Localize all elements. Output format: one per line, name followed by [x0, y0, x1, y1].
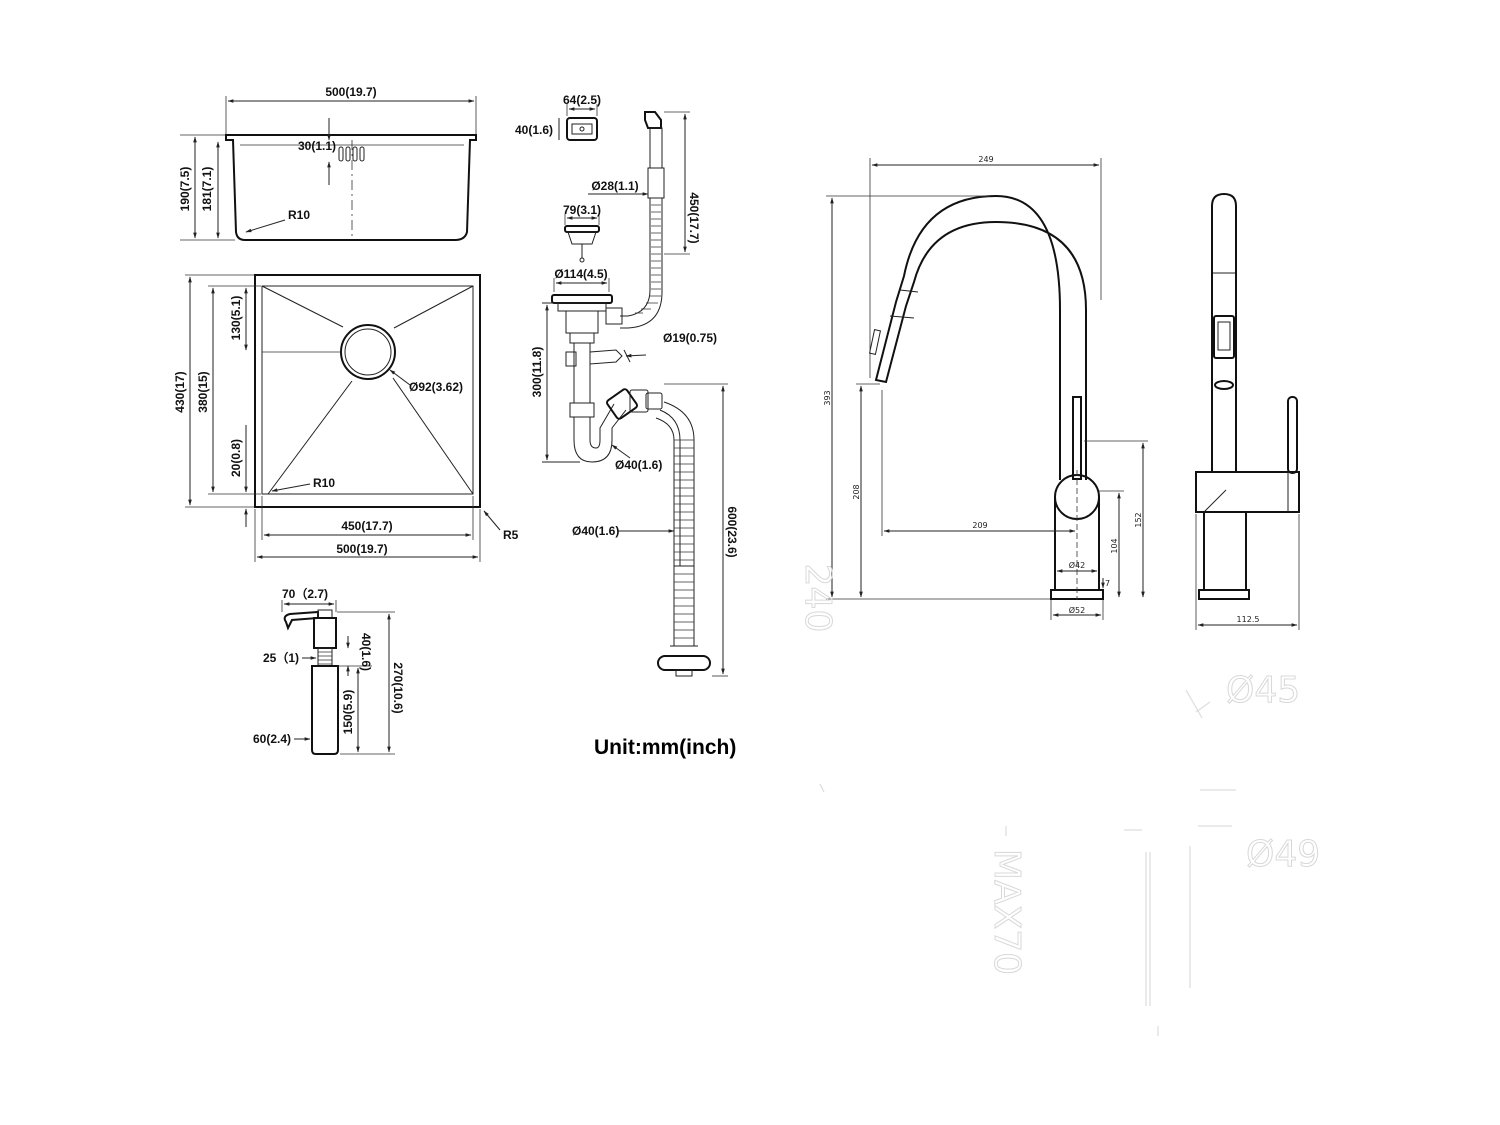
strainer-top-label: 79(3.1) — [563, 203, 601, 217]
ghost-text-a: 240 — [797, 564, 838, 633]
drain-diameter-label: Ø92(3.62) — [409, 380, 463, 394]
bottle-diameter-label: 60(2.4) — [253, 732, 291, 746]
edge-radius-label: R5 — [503, 528, 519, 542]
thread-label: 25（1) — [263, 650, 299, 665]
spout-clearance-label: 208 — [852, 484, 861, 499]
faucet-height-label: 393 — [823, 390, 832, 405]
body-diameter-label: Ø42 — [1069, 560, 1085, 570]
top-outer-depth-label: 430(17) — [173, 371, 187, 412]
hose-diameter-label: Ø40(1.6) — [572, 524, 619, 538]
overflow-cover: 64(2.5) 40(1.6) — [515, 93, 601, 141]
overflow-slots — [338, 146, 365, 162]
ghost-text-d: MAX70 — [986, 849, 1027, 975]
top-inner-width-label: 450(17.7) — [341, 519, 392, 533]
faucet-side-view: 112.5 — [1195, 192, 1300, 630]
trap-height-label: 300(11.8) — [530, 347, 544, 398]
strainer-flange-label: Ø114(4.5) — [554, 267, 607, 281]
base-diameter-label: Ø52 — [1069, 605, 1085, 615]
body-height-label: 104 — [1110, 538, 1119, 553]
soap-dispenser: 70（2.7) 40(1.6) 150(5.9) 270(10.6) 25（1)… — [253, 586, 405, 755]
spout-reach-label: 209 — [972, 521, 987, 530]
sink-top-view: Ø92(3.62) 430(17) 380(15) 130(5.1) 20(0.… — [173, 274, 519, 562]
overflow-hose-length-label: 450(17.7) — [687, 192, 701, 243]
ghost-text-b: Ø45 — [1226, 670, 1300, 711]
sink-height-outer-label: 190(7.5) — [178, 167, 192, 212]
drain-hose: Ø40(1.6) 600(23.6) — [572, 383, 739, 677]
overflow-hose: 450(17.7) Ø28(1.1) — [588, 111, 701, 329]
sink-side-view: 500(19.7) 30(1.1) 190(7.5) 181(7.1) R10 — [178, 85, 477, 241]
bottom-offset-label: 20(0.8) — [229, 439, 243, 477]
handle-height-label: 152 — [1134, 512, 1143, 527]
drain-offset-label: 130(5.1) — [229, 296, 243, 341]
base-height-label: 7 — [1105, 579, 1110, 588]
brand-logo-icon — [1214, 380, 1234, 390]
unit-note: Unit:mm(inch) — [594, 736, 736, 759]
faucet-depth-label: 112.5 — [1237, 615, 1260, 624]
sink-height-inner-label: 181(7.1) — [200, 167, 214, 212]
overflow-width-label: 64(2.5) — [563, 93, 601, 107]
total-height-label: 270(10.6) — [391, 662, 405, 713]
neck-height-label: 40(1.6) — [359, 633, 373, 671]
drain-body: Ø114(4.5) Ø19(0.75) 300(11.8) Ø40(1.6) — [530, 267, 717, 472]
drain-kit: 64(2.5) 40(1.6) 450(17.7) Ø28(1.1) — [515, 93, 739, 677]
overflow-height-label: 40(1.6) — [515, 123, 553, 137]
ghost-text-c: Ø49 — [1246, 834, 1320, 875]
overflow-hose-diameter-label: Ø28(1.1) — [591, 179, 638, 193]
branch-diameter-label: Ø19(0.75) — [663, 331, 717, 345]
overflow-offset-label: 30(1.1) — [298, 139, 336, 153]
hose-length-label: 600(23.6) — [725, 506, 739, 557]
strainer: 79(3.1) — [563, 203, 601, 263]
faucet-front-view: 249 393 208 209 152 104 7 Ø42 Ø52 — [823, 155, 1148, 620]
sink-width-label: 500(19.7) — [325, 85, 376, 99]
top-inner-depth-label: 380(15) — [196, 371, 210, 412]
top-outer-width-label: 500(19.7) — [336, 542, 387, 556]
spout-reach-label: 70（2.7) — [282, 586, 328, 601]
side-corner-radius-label: R10 — [288, 208, 310, 222]
bottle-height-label: 150(5.9) — [341, 690, 355, 735]
top-corner-radius-label: R10 — [313, 476, 335, 490]
ghost-artifacts: 240 Ø45 Ø49 MAX70 — [797, 563, 1321, 1036]
faucet-reach-label: 249 — [978, 155, 993, 164]
trap-diameter-label: Ø40(1.6) — [615, 458, 662, 472]
